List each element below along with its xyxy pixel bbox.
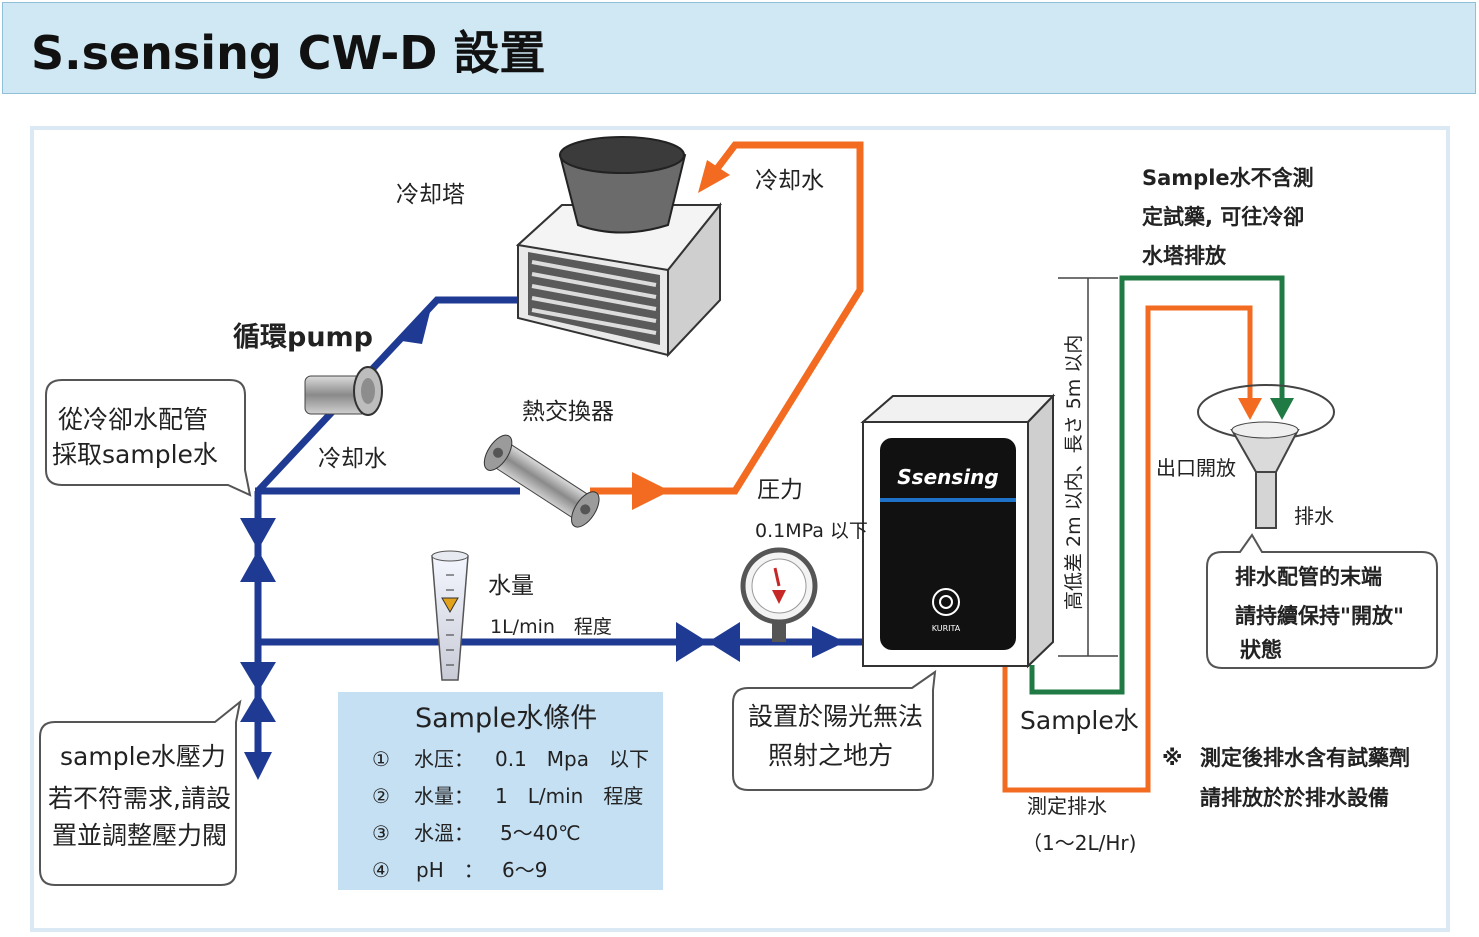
label-cooling-water-mid: 冷却水 — [318, 446, 387, 472]
condition-value-4: 6～9 — [502, 858, 547, 882]
label-heat-exchanger: 熱交換器 — [522, 399, 614, 425]
callout-drain-line2: 請持續保持"開放" — [1235, 604, 1404, 628]
orange-arrow-top — [698, 160, 730, 193]
label-measure-drain-rate: （1～2L/Hr) — [1022, 831, 1136, 855]
label-drain: 排水 — [1294, 504, 1334, 528]
pump-icon — [304, 366, 383, 416]
orange-arrow-mid — [632, 472, 670, 510]
valve-icon — [240, 518, 740, 722]
pressure-gauge-icon — [740, 547, 818, 642]
condition-name-4: pH ： — [416, 858, 484, 882]
orange-drain-arrow — [1238, 398, 1262, 420]
orange-drain-pipe — [1002, 305, 1253, 793]
callout-sample-pipe-line1: 從冷卻水配管 — [58, 405, 208, 434]
note-sample-line3: 水塔排放 — [1142, 244, 1227, 268]
condition-name-1: 水压： — [414, 747, 474, 771]
label-pump: 循環pump — [233, 322, 373, 353]
condition-num-1: ① — [372, 747, 390, 771]
condition-value-3: 5～40℃ — [500, 821, 581, 845]
cooling-tower-icon — [515, 136, 723, 358]
orange-cooling-pipe — [590, 141, 864, 495]
label-measure-drain: 測定排水 — [1027, 794, 1107, 818]
conditions-box — [338, 692, 663, 890]
condition-value-2: 1 L/min 程度 — [495, 784, 643, 808]
flow-meter-icon — [431, 550, 469, 681]
callout-bubble-pressure-valve — [39, 699, 242, 886]
note-reagent-line2: 請排放於於排水設備 — [1200, 786, 1389, 810]
label-flow-value: 1L/min 程度 — [490, 616, 612, 638]
label-cooling-water-top: 冷却水 — [755, 168, 824, 194]
note-reagent-mark: ※ — [1162, 746, 1182, 770]
sensing-device-icon — [860, 393, 1056, 669]
condition-name-2: 水量： — [414, 784, 474, 808]
callout-pressure-line1: sample水壓力 — [60, 742, 226, 771]
callout-sunlight-line1: 設置於陽光無法 — [748, 702, 923, 731]
callout-bubble-drain-end — [1206, 533, 1438, 669]
label-cooling-tower: 冷却塔 — [396, 182, 465, 208]
condition-num-2: ② — [372, 784, 390, 808]
height-dimension-line — [1058, 277, 1118, 657]
blue-arrow-down-tower — [395, 312, 430, 344]
device-logo-text: KURITA — [932, 624, 961, 633]
green-drain-arrow — [1270, 398, 1294, 420]
heat-exchanger-icon — [483, 434, 600, 528]
conditions-title: Sample水條件 — [415, 703, 597, 734]
condition-num-3: ③ — [372, 821, 390, 845]
label-pressure: 圧力 — [757, 477, 803, 503]
note-sample-line1: Sample水不含測 — [1142, 166, 1314, 190]
label-pressure-value: 0.1MPa 以下 — [755, 520, 868, 542]
label-sample-water: Sample水 — [1020, 706, 1139, 735]
condition-num-4: ④ — [372, 858, 390, 882]
page-title: S.sensing CW-D 設置 — [31, 26, 546, 80]
blue-arrow-right — [812, 626, 845, 658]
callout-bubble-sunlight — [732, 669, 937, 791]
label-outlet-open: 出口開放 — [1156, 456, 1236, 480]
callout-pressure-line2: 若不符需求,請設 — [48, 784, 231, 813]
blue-arrow-down-end — [244, 752, 272, 780]
callout-sunlight-line2: 照射之地方 — [768, 741, 893, 770]
label-flow: 水量 — [488, 573, 534, 599]
green-sample-pipe — [1029, 275, 1285, 695]
callout-pressure-line3: 置並調整壓力閥 — [52, 821, 227, 850]
note-reagent-line1: 測定後排水含有試藥劑 — [1200, 746, 1410, 770]
height-note: 高低差 2m 以内、長さ 5m 以内 — [1063, 335, 1085, 610]
device-brand: Ssensing — [897, 465, 998, 489]
condition-name-3: 水溫： — [414, 821, 474, 845]
callout-sample-pipe-line2: 採取sample水 — [52, 440, 218, 469]
title-bar: S.sensing CW-D 設置 — [2, 2, 1476, 94]
callout-drain-line1: 排水配管的末端 — [1235, 565, 1382, 589]
note-sample-line2: 定試藥, 可往冷卻 — [1142, 205, 1304, 229]
drain-funnel-icon — [1197, 384, 1335, 529]
condition-value-1: 0.1 Mpa 以下 — [495, 747, 649, 771]
callout-bubble-sample-pipe — [45, 379, 252, 497]
callout-drain-line3: 狀態 — [1240, 638, 1282, 662]
